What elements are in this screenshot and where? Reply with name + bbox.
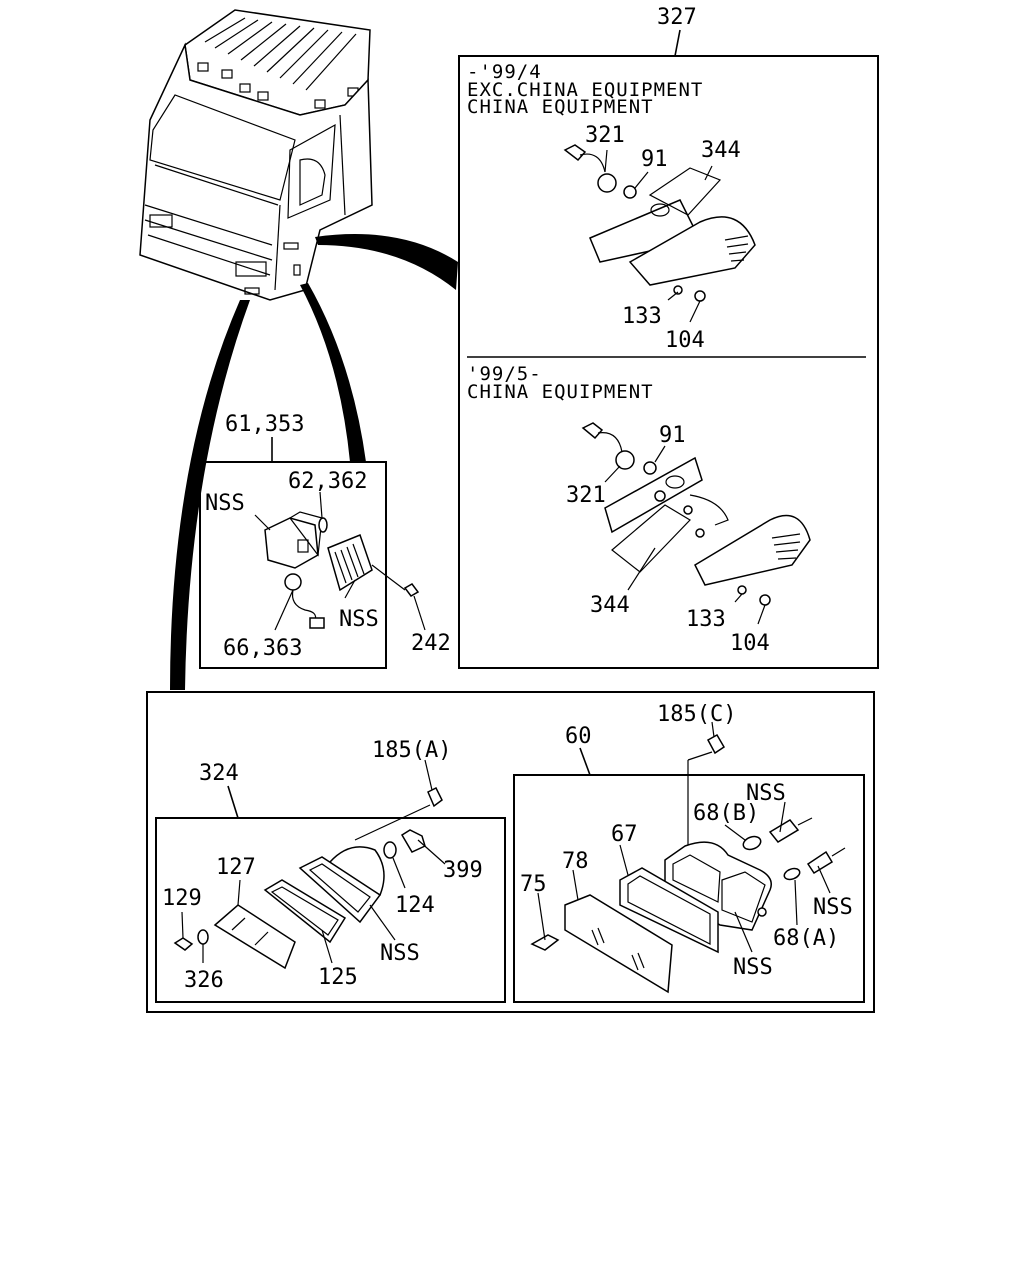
fog-lamp-assembly xyxy=(173,786,443,970)
panel-327: 327 -'99/4 EXC.CHINA EQUIPMENT CHINA EQU… xyxy=(458,5,879,669)
upper-label-104: 104 xyxy=(665,328,705,353)
panel-61-353: 61,353 62,362 NSS xyxy=(199,412,451,669)
upper-label-91: 91 xyxy=(641,147,668,172)
p60-label-67: 67 xyxy=(611,822,638,847)
side-turn-lamp-upper xyxy=(563,144,756,302)
lower-label-344: 344 xyxy=(590,593,630,618)
upper-label-321: 321 xyxy=(585,123,625,148)
truck-cab-illustration xyxy=(139,9,373,301)
p324-label-125: 125 xyxy=(318,965,358,990)
p324-label-399: 399 xyxy=(443,858,483,883)
p60-label-nss-housing: NSS xyxy=(733,955,773,980)
p324-label-326: 326 xyxy=(184,968,224,993)
bottom-assembly-frame xyxy=(146,691,875,1013)
panel-60: 60 xyxy=(513,702,865,1003)
panel-327-ref: 327 xyxy=(657,5,697,30)
panel-324-ref: 324 xyxy=(199,761,239,786)
lower-range: '99/5- xyxy=(467,363,542,385)
side-turn-lamp-lower xyxy=(581,422,811,606)
upper-label-133: 133 xyxy=(622,304,662,329)
p324-label-nss: NSS xyxy=(380,941,420,966)
p60-label-185c: 185(C) xyxy=(657,702,736,727)
p60-label-68b: 68(B) xyxy=(693,801,759,826)
upper-label-344: 344 xyxy=(701,138,741,163)
lower-line1: CHINA EQUIPMENT xyxy=(467,381,654,403)
lower-label-133: 133 xyxy=(686,607,726,632)
panel-60-ref: 60 xyxy=(565,724,592,749)
p61-label-nss-lens: NSS xyxy=(339,607,379,632)
p61-label-62-362: 62,362 xyxy=(288,469,367,494)
upper-range: -'99/4 xyxy=(467,61,542,83)
panel-61-ref: 61,353 xyxy=(225,412,304,437)
p60-label-75: 75 xyxy=(520,872,547,897)
upper-line1: EXC.CHINA EQUIPMENT xyxy=(467,79,703,101)
p60-label-nss-right: NSS xyxy=(813,895,853,920)
p61-label-66-363: 66,363 xyxy=(223,636,302,661)
p324-label-185a: 185(A) xyxy=(372,738,451,763)
p61-label-nss-housing: NSS xyxy=(205,491,245,516)
p324-label-129: 129 xyxy=(162,886,202,911)
headlamp-side-assembly xyxy=(530,733,846,994)
panel-324: 324 xyxy=(155,738,506,1003)
p324-label-124: 124 xyxy=(395,893,435,918)
pointer-bands xyxy=(170,234,458,690)
p60-label-78: 78 xyxy=(562,849,589,874)
p324-label-127: 127 xyxy=(216,855,256,880)
lower-label-104: 104 xyxy=(730,631,770,656)
lower-label-91: 91 xyxy=(659,423,686,448)
upper-line2: CHINA EQUIPMENT xyxy=(467,96,654,118)
p60-label-68a: 68(A) xyxy=(773,926,839,951)
lower-label-321: 321 xyxy=(566,483,606,508)
clearance-lamp xyxy=(264,511,420,629)
p60-label-nss-top: NSS xyxy=(746,781,786,806)
p61-label-242: 242 xyxy=(411,631,451,656)
